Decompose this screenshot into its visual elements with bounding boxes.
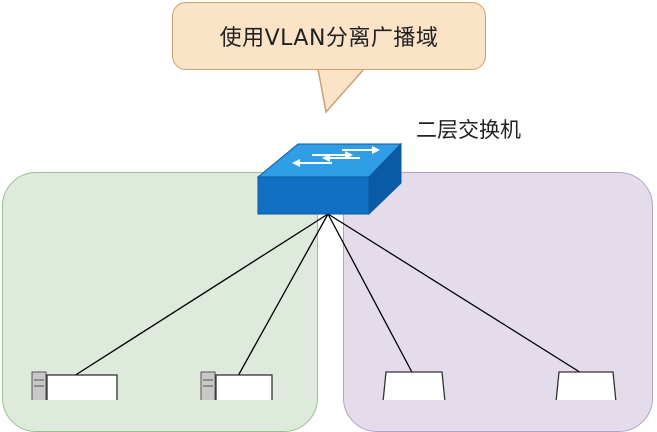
link-host-1: [73, 213, 329, 377]
host-pc-3: [382, 371, 446, 400]
link-host-3: [327, 213, 415, 377]
network-links: [73, 213, 587, 377]
callout-tail: [317, 68, 365, 114]
layer2-switch-icon: [256, 142, 403, 216]
link-host-4: [327, 213, 587, 377]
host-pc-2: [200, 371, 273, 400]
callout-bubble: 使用VLAN分离广播域: [172, 2, 486, 70]
callout-text: 使用VLAN分离广播域: [219, 26, 439, 51]
switch-label: 二层交换机: [416, 118, 521, 142]
host-pc-1: [31, 371, 118, 400]
network-diagram: [31, 68, 617, 400]
link-host-2: [237, 213, 329, 377]
host-pc-4: [555, 371, 617, 400]
